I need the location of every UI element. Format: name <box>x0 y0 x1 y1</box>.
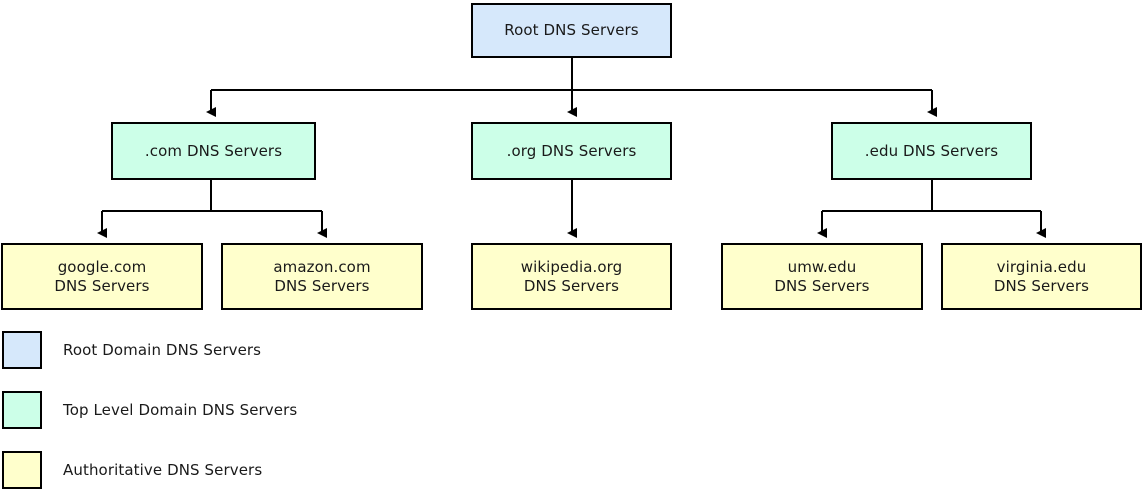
node-virginia-edu-dns-servers[interactable]: virginia.edu DNS Servers <box>941 243 1142 310</box>
node-label: .edu DNS Servers <box>864 141 999 160</box>
legend-swatch-top-level-domain <box>2 391 42 429</box>
legend-swatch-root-domain <box>2 331 42 369</box>
node-label-line2: DNS Servers <box>774 276 870 295</box>
legend-label: Root Domain DNS Servers <box>63 341 262 359</box>
node-label: Root DNS Servers <box>504 21 639 39</box>
node-label-line2: DNS Servers <box>274 276 370 295</box>
connector-com-to-children <box>97 180 327 238</box>
node-label-line1: amazon.com <box>273 257 371 276</box>
node-amazon-com-dns-servers[interactable]: amazon.com DNS Servers <box>221 243 423 310</box>
node-label-group: virginia.edu DNS Servers <box>994 258 1089 296</box>
node-label-line1: virginia.edu <box>996 257 1087 276</box>
node-org-dns-servers[interactable]: .org DNS Servers <box>471 122 672 180</box>
node-label-group: wikipedia.org DNS Servers <box>521 258 623 296</box>
legend-item-authoritative: Authoritative DNS Servers <box>2 451 262 489</box>
node-label: .com DNS Servers <box>144 141 283 160</box>
node-label-line1: umw.edu <box>787 257 857 276</box>
node-label-line2: DNS Servers <box>523 276 620 295</box>
node-root-dns-servers[interactable]: Root DNS Servers <box>471 3 672 58</box>
legend-swatch-authoritative <box>2 451 42 489</box>
legend-label: Top Level Domain DNS Servers <box>63 401 298 419</box>
node-label-group: umw.edu DNS Servers <box>774 258 869 296</box>
connector-edu-to-children <box>817 180 1046 238</box>
node-label-line1: google.com <box>57 257 147 276</box>
legend-item-top-level-domain: Top Level Domain DNS Servers <box>2 391 297 429</box>
node-label-group: amazon.com DNS Servers <box>273 258 370 296</box>
node-wikipedia-org-dns-servers[interactable]: wikipedia.org DNS Servers <box>471 243 672 310</box>
node-umw-edu-dns-servers[interactable]: umw.edu DNS Servers <box>721 243 923 310</box>
node-google-com-dns-servers[interactable]: google.com DNS Servers <box>1 243 203 310</box>
node-label-line1: wikipedia.org <box>520 257 623 276</box>
node-edu-dns-servers[interactable]: .edu DNS Servers <box>831 122 1032 180</box>
node-label: .org DNS Servers <box>506 141 637 160</box>
node-label-line2: DNS Servers <box>54 276 150 295</box>
legend-label: Authoritative DNS Servers <box>63 461 263 479</box>
connector-root-to-tld-bus <box>211 58 932 91</box>
node-com-dns-servers[interactable]: .com DNS Servers <box>111 122 316 180</box>
node-label-group: google.com DNS Servers <box>54 258 149 296</box>
node-label-line2: DNS Servers <box>993 276 1090 295</box>
legend-item-root-domain: Root Domain DNS Servers <box>2 331 261 369</box>
